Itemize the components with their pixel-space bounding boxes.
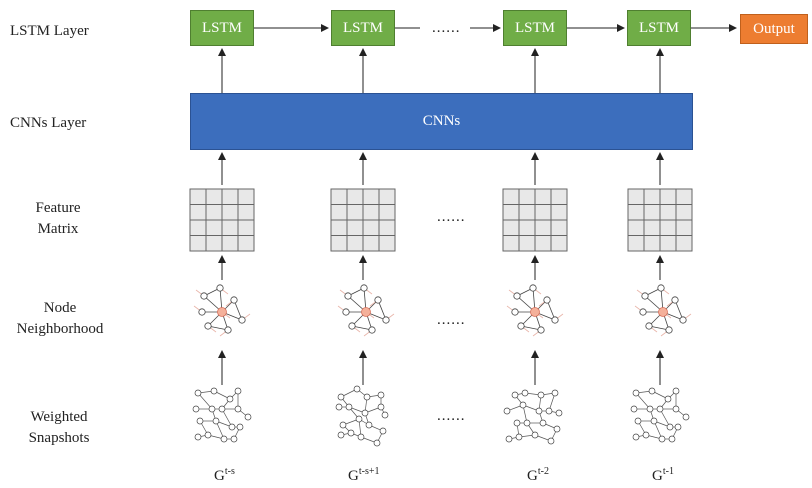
neighborhood-graph xyxy=(337,284,395,337)
snapshot-graph xyxy=(503,389,563,445)
row-label-feature-matrix: Feature Matrix xyxy=(28,198,88,240)
matrix-ellipsis: ...... xyxy=(437,209,466,225)
snapshot-graph xyxy=(630,387,690,443)
neighborhood-graph xyxy=(506,284,564,337)
snapshot-label-3-sup: t-2 xyxy=(537,466,549,477)
snapshot-graph xyxy=(335,385,389,447)
row-label-lstm-layer: LSTM Layer xyxy=(10,23,89,39)
row-label-node-neighborhood-line1: Node xyxy=(43,300,77,316)
neighborhood-graph xyxy=(193,284,251,337)
row-label-node-neighborhood-line2: Neighborhood xyxy=(16,321,104,337)
feature-matrix xyxy=(627,188,693,252)
feature-matrix xyxy=(330,188,396,252)
neighborhood-ellipsis: ...... xyxy=(437,312,466,328)
lstm-ellipsis: ...... xyxy=(432,20,461,36)
snapshot-label-1-base: G xyxy=(214,468,225,484)
feature-matrices xyxy=(189,188,693,252)
lstm-cell-1: LSTM xyxy=(190,10,254,46)
output-box: Output xyxy=(740,14,808,44)
snapshot-label-1: Gt-s xyxy=(214,466,235,485)
row-label-weighted-snapshots-line2: Snapshots xyxy=(28,430,90,446)
snapshot-label-2-base: G xyxy=(348,468,359,484)
snapshot-label-2-sup: t-s+1 xyxy=(358,466,380,477)
snapshot-label-2: Gt-s+1 xyxy=(348,466,379,485)
snapshot-label-4-sup: t-1 xyxy=(662,466,674,477)
row-label-node-neighborhood: Node Neighborhood xyxy=(8,298,112,340)
neighborhood-graph xyxy=(634,284,692,337)
snapshot-label-3: Gt-2 xyxy=(527,466,549,485)
row-label-feature-matrix-line2: Matrix xyxy=(37,221,79,237)
snapshot-label-3-base: G xyxy=(527,468,538,484)
row-label-weighted-snapshots-line1: Weighted xyxy=(30,409,88,425)
row-label-feature-matrix-line1: Feature xyxy=(35,200,81,216)
snapshot-label-1-sup: t-s xyxy=(224,466,235,477)
snapshot-ellipsis: ...... xyxy=(437,408,466,424)
snapshot-label-4: Gt-1 xyxy=(652,466,674,485)
cnns-block: CNNs xyxy=(190,93,693,150)
lstm-cell-4: LSTM xyxy=(627,10,691,46)
lstm-cell-2: LSTM xyxy=(331,10,395,46)
snapshot-graph xyxy=(192,387,252,443)
feature-matrix xyxy=(502,188,568,252)
weighted-snapshots xyxy=(192,385,690,447)
row-label-weighted-snapshots: Weighted Snapshots xyxy=(18,407,100,449)
snapshot-label-4-base: G xyxy=(652,468,663,484)
node-neighborhoods xyxy=(193,284,692,337)
row-label-cnns-layer: CNNs Layer xyxy=(10,115,87,131)
feature-matrix xyxy=(189,188,255,252)
lstm-cell-3: LSTM xyxy=(503,10,567,46)
